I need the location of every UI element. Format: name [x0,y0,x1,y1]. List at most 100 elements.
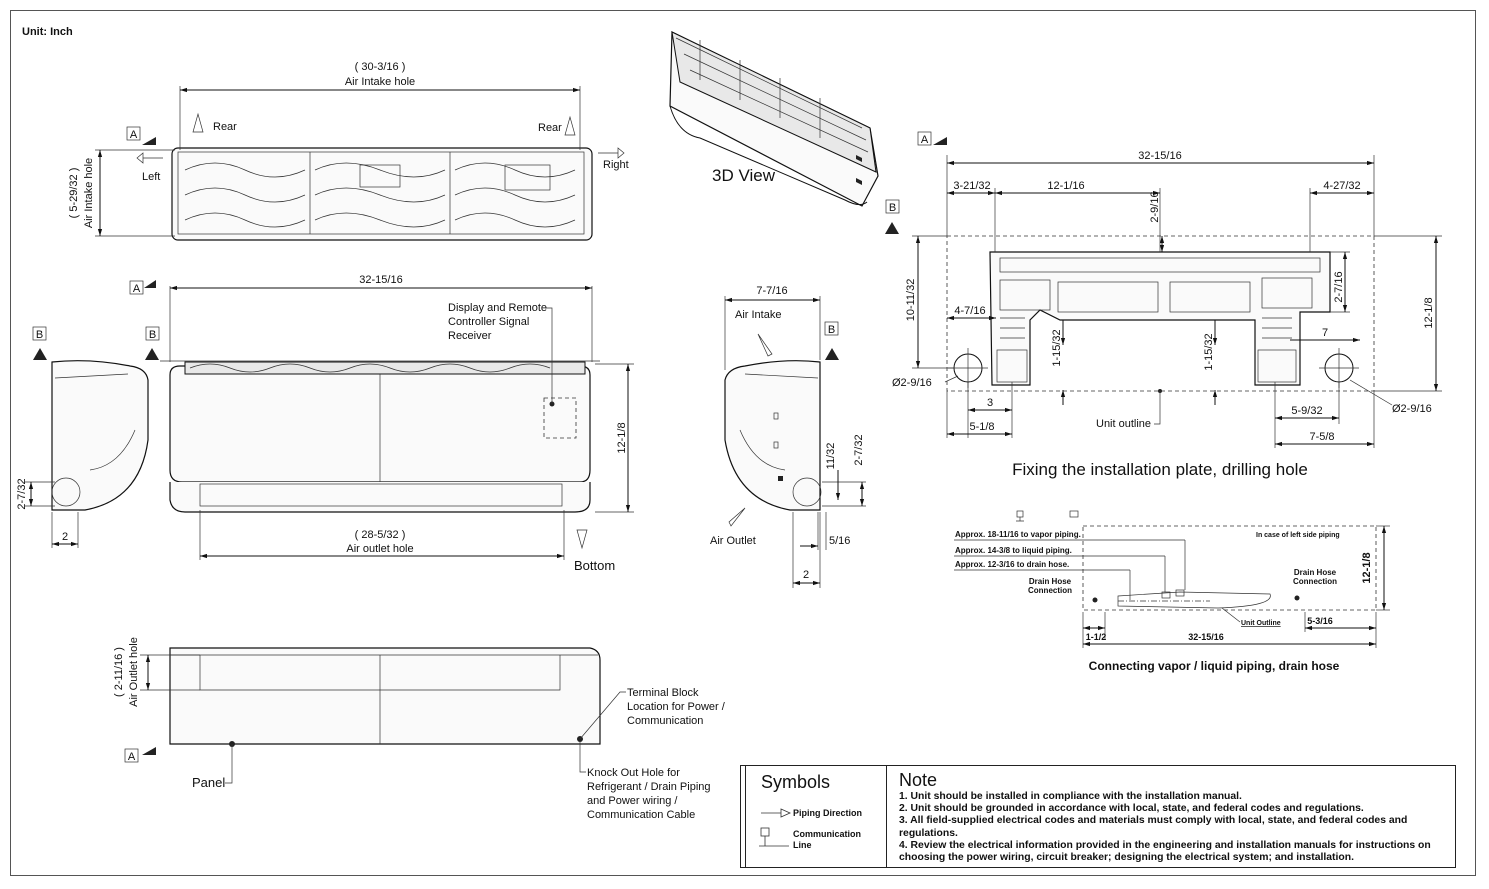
plate-marker-a: A [921,134,929,146]
note-item: 1. Unit should be installed in complianc… [899,791,1242,802]
display-note-1: Display and Remote [448,302,547,314]
knockout-note-2: Refrigerant / Drain Piping [587,781,711,793]
air-intake-arrow-icon [757,333,773,357]
plate-d-5-9-32: 5-9/32 [1291,405,1322,417]
front-outlet-width: ( 28-5/32 ) [355,529,406,541]
right-pipe-marker-icon [1069,510,1079,518]
top-intake-label: Air Intake hole [345,76,415,88]
top-marker-a: A [130,129,138,141]
top-left: Left [142,171,160,183]
front-outlet-label: Air outlet hole [346,543,413,555]
plate-hole-right: Ø2-9/16 [1392,403,1432,415]
plate-overall: 32-15/16 [1138,150,1181,162]
right-dim-2: 2 [803,569,809,581]
left-marker-b: B [36,329,43,341]
note-item: 4. Review the electrical information pro… [899,839,1431,864]
air-outlet-arrow-icon [728,507,746,527]
plate-d-1-15-32-right: 1-15/32 [1203,333,1215,370]
note-item: 3. All field-supplied electrical codes a… [899,815,1408,839]
bottom-outlet-label: Air Outlet hole [128,637,140,707]
display-note-3: Receiver [448,330,492,342]
top-intake-height: ( 5-29/32 ) [68,168,80,219]
plate-d-4-7-16: 4-7/16 [954,305,985,317]
front-height: 12-1/8 [616,422,628,453]
right-air-outlet: Air Outlet [710,535,756,547]
front-width: 32-15/16 [359,274,402,286]
front-view: 32-15/16 A B 12-1/8 ( 28-5/32 ) Air outl… [129,274,634,573]
top-right: Right [603,159,629,171]
note-list: 1. Unit should be installed in complianc… [899,791,1451,864]
knockout-note-1: Knock Out Hole for [587,767,680,779]
communication-line-icon [759,827,789,847]
bottom-marker-a: A [128,751,136,763]
top-rear-left: Rear [213,121,237,133]
knockout-note-4: Communication Cable [587,809,695,821]
plate-d-3: 3 [987,397,993,409]
communication-line-label: Communication Line [793,829,862,850]
plate-d-1-15-32-left: 1-15/32 [1051,329,1063,366]
front-marker-b: B [149,329,156,341]
terminal-note-3: Communication [627,715,703,727]
piping-drawing: In case of left side piping Approx. 18-1… [954,510,1390,673]
piping-d-1-1-2: 1-1/2 [1086,632,1107,642]
left-dim-w: 2 [62,531,68,543]
symbols-title: Symbols [761,772,831,792]
terminal-note-1: Terminal Block [627,687,699,699]
right-marker-b: B [828,324,835,336]
terminal-note-2: Location for Power / [627,701,726,713]
plate-caption: Fixing the installation plate, drilling … [1012,460,1308,479]
bottom-view: ( 2-11/16 ) Air Outlet hole A Terminal B… [113,637,726,821]
piping-unit-outline: Unit Outline [1241,620,1281,627]
left-dim-h: 2-7/32 [16,478,28,509]
note-item: 2. Unit should be grounded in accordance… [899,803,1364,815]
piping-drain-conn-left-2: Connection [1028,586,1072,595]
plate-d-3-21-32: 3-21/32 [953,180,990,192]
front-bottom-label: Bottom [574,558,615,573]
knockout-note-3: and Power wiring / [587,795,678,807]
piping-height: 12-1/8 [1361,552,1373,583]
piping-caption: Connecting vapor / liquid piping, drain … [1089,659,1340,673]
plate-d-12-1-16: 12-1/16 [1047,180,1084,192]
piping-direction-arrow-icon [761,808,791,818]
right-side-view: 7-7/16 Air Intake B Air Outlet 11/32 2-7… [710,285,866,588]
plate-d-7-5-8: 7-5/8 [1309,431,1334,443]
right-depth: 7-7/16 [756,285,787,297]
rear-right-arrow-icon [564,115,576,136]
right-air-intake: Air Intake [735,309,781,321]
piping-drain-conn-right-2: Connection [1293,577,1337,586]
rear-left-arrow-icon [192,112,204,133]
top-view: ( 30-3/16 ) Air Intake hole ( 5-29/32 ) … [68,61,629,241]
plate-hole-left: Ø2-9/16 [892,377,932,389]
front-marker-a: A [133,283,141,295]
top-rear-right: Rear [538,122,562,134]
piping-drain: Approx. 12-3/16 to drain hose. [955,560,1069,569]
top-intake-height-label: Air Intake hole [83,158,95,228]
plate-d-12-1-8: 12-1/8 [1423,297,1435,328]
installation-plate-drawing: A B 32-15/16 3-21/32 12-1/16 4-27/32 2-9… [885,131,1442,479]
bottom-panel-label: Panel [192,775,225,790]
symbols-column: Symbols Piping Direction Communication L… [741,766,887,867]
plate-d-4-27-32: 4-27/32 [1323,180,1360,192]
three-d-view-label: 3D View [712,166,776,185]
right-dim-5-16: 5/16 [829,535,850,547]
right-dim-2-7-32: 2-7/32 [853,434,865,465]
plate-marker-b: B [889,202,896,214]
piping-direction-label: Piping Direction [793,808,863,818]
piping-drain-conn-left-1: Drain Hose [1029,577,1072,586]
piping-vapor: Approx. 18-11/16 to vapor piping. [955,530,1081,539]
plate-d-5-1-8: 5-1/8 [969,421,994,433]
plate-d-2-7-16: 2-7/16 [1333,271,1345,302]
plate-d-7: 7 [1322,327,1328,339]
plate-d-2-9-16: 2-9/16 [1149,191,1161,222]
legend-box: Symbols Piping Direction Communication L… [740,765,1456,868]
right-dim-11-32: 11/32 [825,443,837,470]
left-side-view: B 2-7/32 2 [16,326,149,548]
plate-unit-outline: Unit outline [1096,418,1151,430]
plate-d-10-11-32: 10-11/32 [905,279,917,322]
unit-label: Unit: Inch [22,26,73,38]
left-pipe-marker-icon [1016,510,1024,518]
piping-liquid: Approx. 14-3/8 to liquid piping. [955,546,1072,555]
piping-d-5-3-16: 5-3/16 [1307,616,1333,626]
piping-d-32-15-16: 32-15/16 [1188,632,1224,642]
